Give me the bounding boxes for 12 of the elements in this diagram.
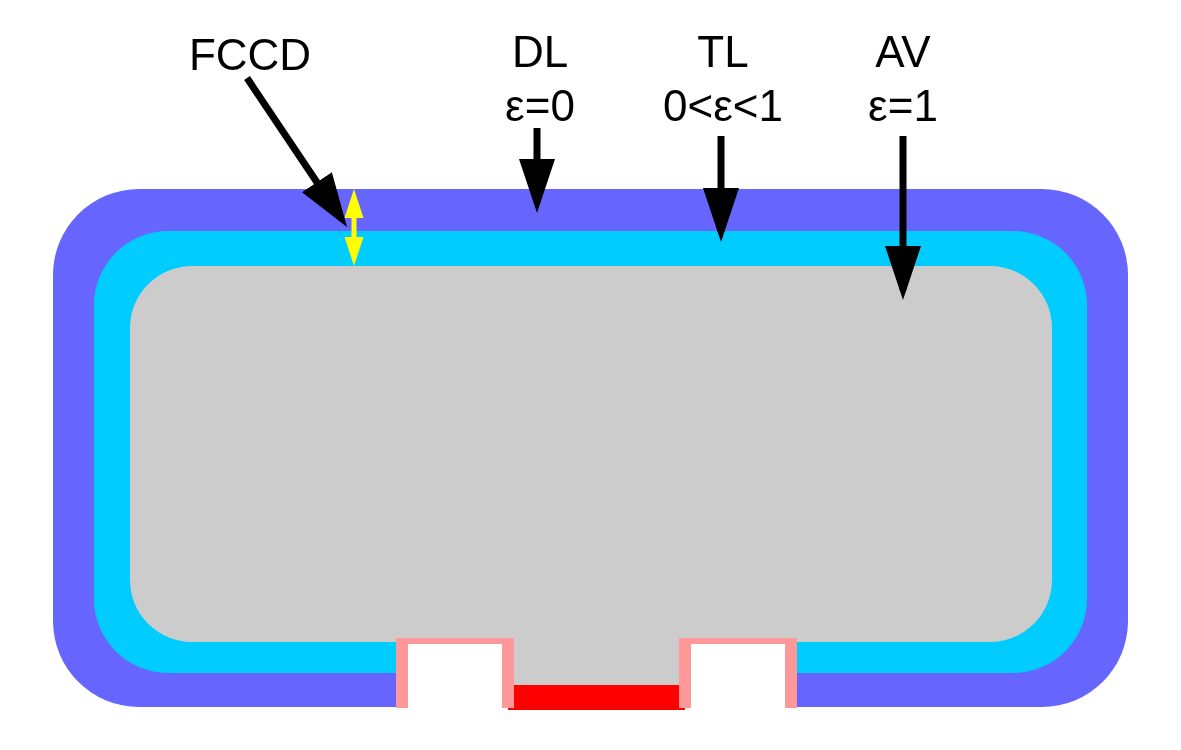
label-text: TL xyxy=(697,31,749,72)
label-text: DL xyxy=(511,31,569,72)
leader-arrow xyxy=(885,136,921,300)
dimension-arrow xyxy=(344,189,364,266)
value-text: ε=0 xyxy=(505,85,575,126)
value-text: ε=1 xyxy=(868,85,938,126)
label-text: AV xyxy=(875,31,931,72)
value-text: 0<ε<1 xyxy=(663,85,783,126)
leader-arrow xyxy=(244,76,347,227)
dead-layer xyxy=(53,189,1128,707)
label-text: FCCD xyxy=(188,34,312,75)
leader-arrow xyxy=(519,128,555,213)
